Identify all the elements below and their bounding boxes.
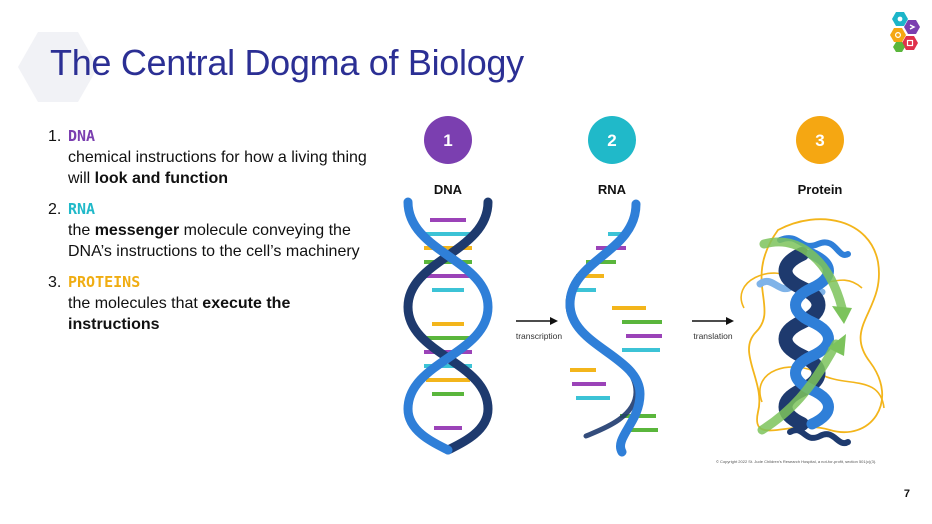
- page-number: 7: [903, 488, 910, 500]
- label-rna: RNA: [598, 182, 627, 197]
- list-number: 2.: [48, 201, 62, 218]
- description-emphasis: messenger: [94, 222, 180, 239]
- term-dna: DNA: [68, 127, 96, 145]
- dogma-list: 1. DNA chemical instructions for how a l…: [48, 126, 368, 345]
- rna-strand: [565, 199, 662, 457]
- translation-arrow: translation: [692, 317, 734, 341]
- central-dogma-diagram: 1 2 3 DNA RNA Protein: [403, 116, 885, 457]
- list-item-proteins: 3. PROTEINS the molecules that execute t…: [48, 272, 368, 335]
- list-number: 1.: [48, 128, 62, 145]
- list-number: 3.: [48, 274, 62, 291]
- description-text: chemical instructions for how a living t…: [68, 149, 367, 187]
- dna-strand-front: [403, 197, 493, 455]
- logo-icon: [890, 12, 920, 52]
- description-text: the molecules that: [68, 295, 203, 312]
- step-number: 2: [607, 131, 616, 150]
- copyright-notice: © Copyright 2022 St. Jude Children’s Res…: [716, 459, 877, 464]
- term-proteins: PROTEINS: [68, 273, 141, 291]
- description-rna: the messenger molecule conveying the DNA…: [68, 222, 360, 260]
- description-emphasis: execute the instructions: [68, 295, 291, 333]
- step-number: 3: [815, 131, 824, 150]
- dna-strand-back: [403, 197, 493, 455]
- description-proteins: the molecules that execute the instructi…: [68, 295, 290, 333]
- step-number: 1: [443, 131, 452, 150]
- step-badge-2: 2: [588, 116, 636, 164]
- description-dna: chemical instructions for how a living t…: [68, 149, 367, 187]
- description-text: molecule conveying the DNA’s instruction…: [68, 222, 360, 260]
- term-rna: RNA: [68, 200, 96, 218]
- label-dna: DNA: [434, 182, 463, 197]
- list-item-dna: 1. DNA chemical instructions for how a l…: [48, 126, 368, 189]
- translation-label: translation: [693, 331, 732, 341]
- list-item-rna: 2. RNA the messenger molecule conveying …: [48, 199, 368, 262]
- transcription-label: transcription: [516, 331, 563, 341]
- label-protein: Protein: [798, 182, 843, 197]
- step-badge-3: 3: [796, 116, 844, 164]
- step-badge-1: 1: [424, 116, 472, 164]
- slide-title: The Central Dogma of Biology: [50, 42, 524, 83]
- hexagon-decoration: [18, 32, 98, 102]
- protein-structure: [740, 218, 885, 447]
- description-emphasis: look and function: [94, 170, 228, 187]
- transcription-arrow: transcription: [516, 317, 563, 341]
- description-text: the: [68, 222, 95, 239]
- dna-helix: [403, 197, 493, 455]
